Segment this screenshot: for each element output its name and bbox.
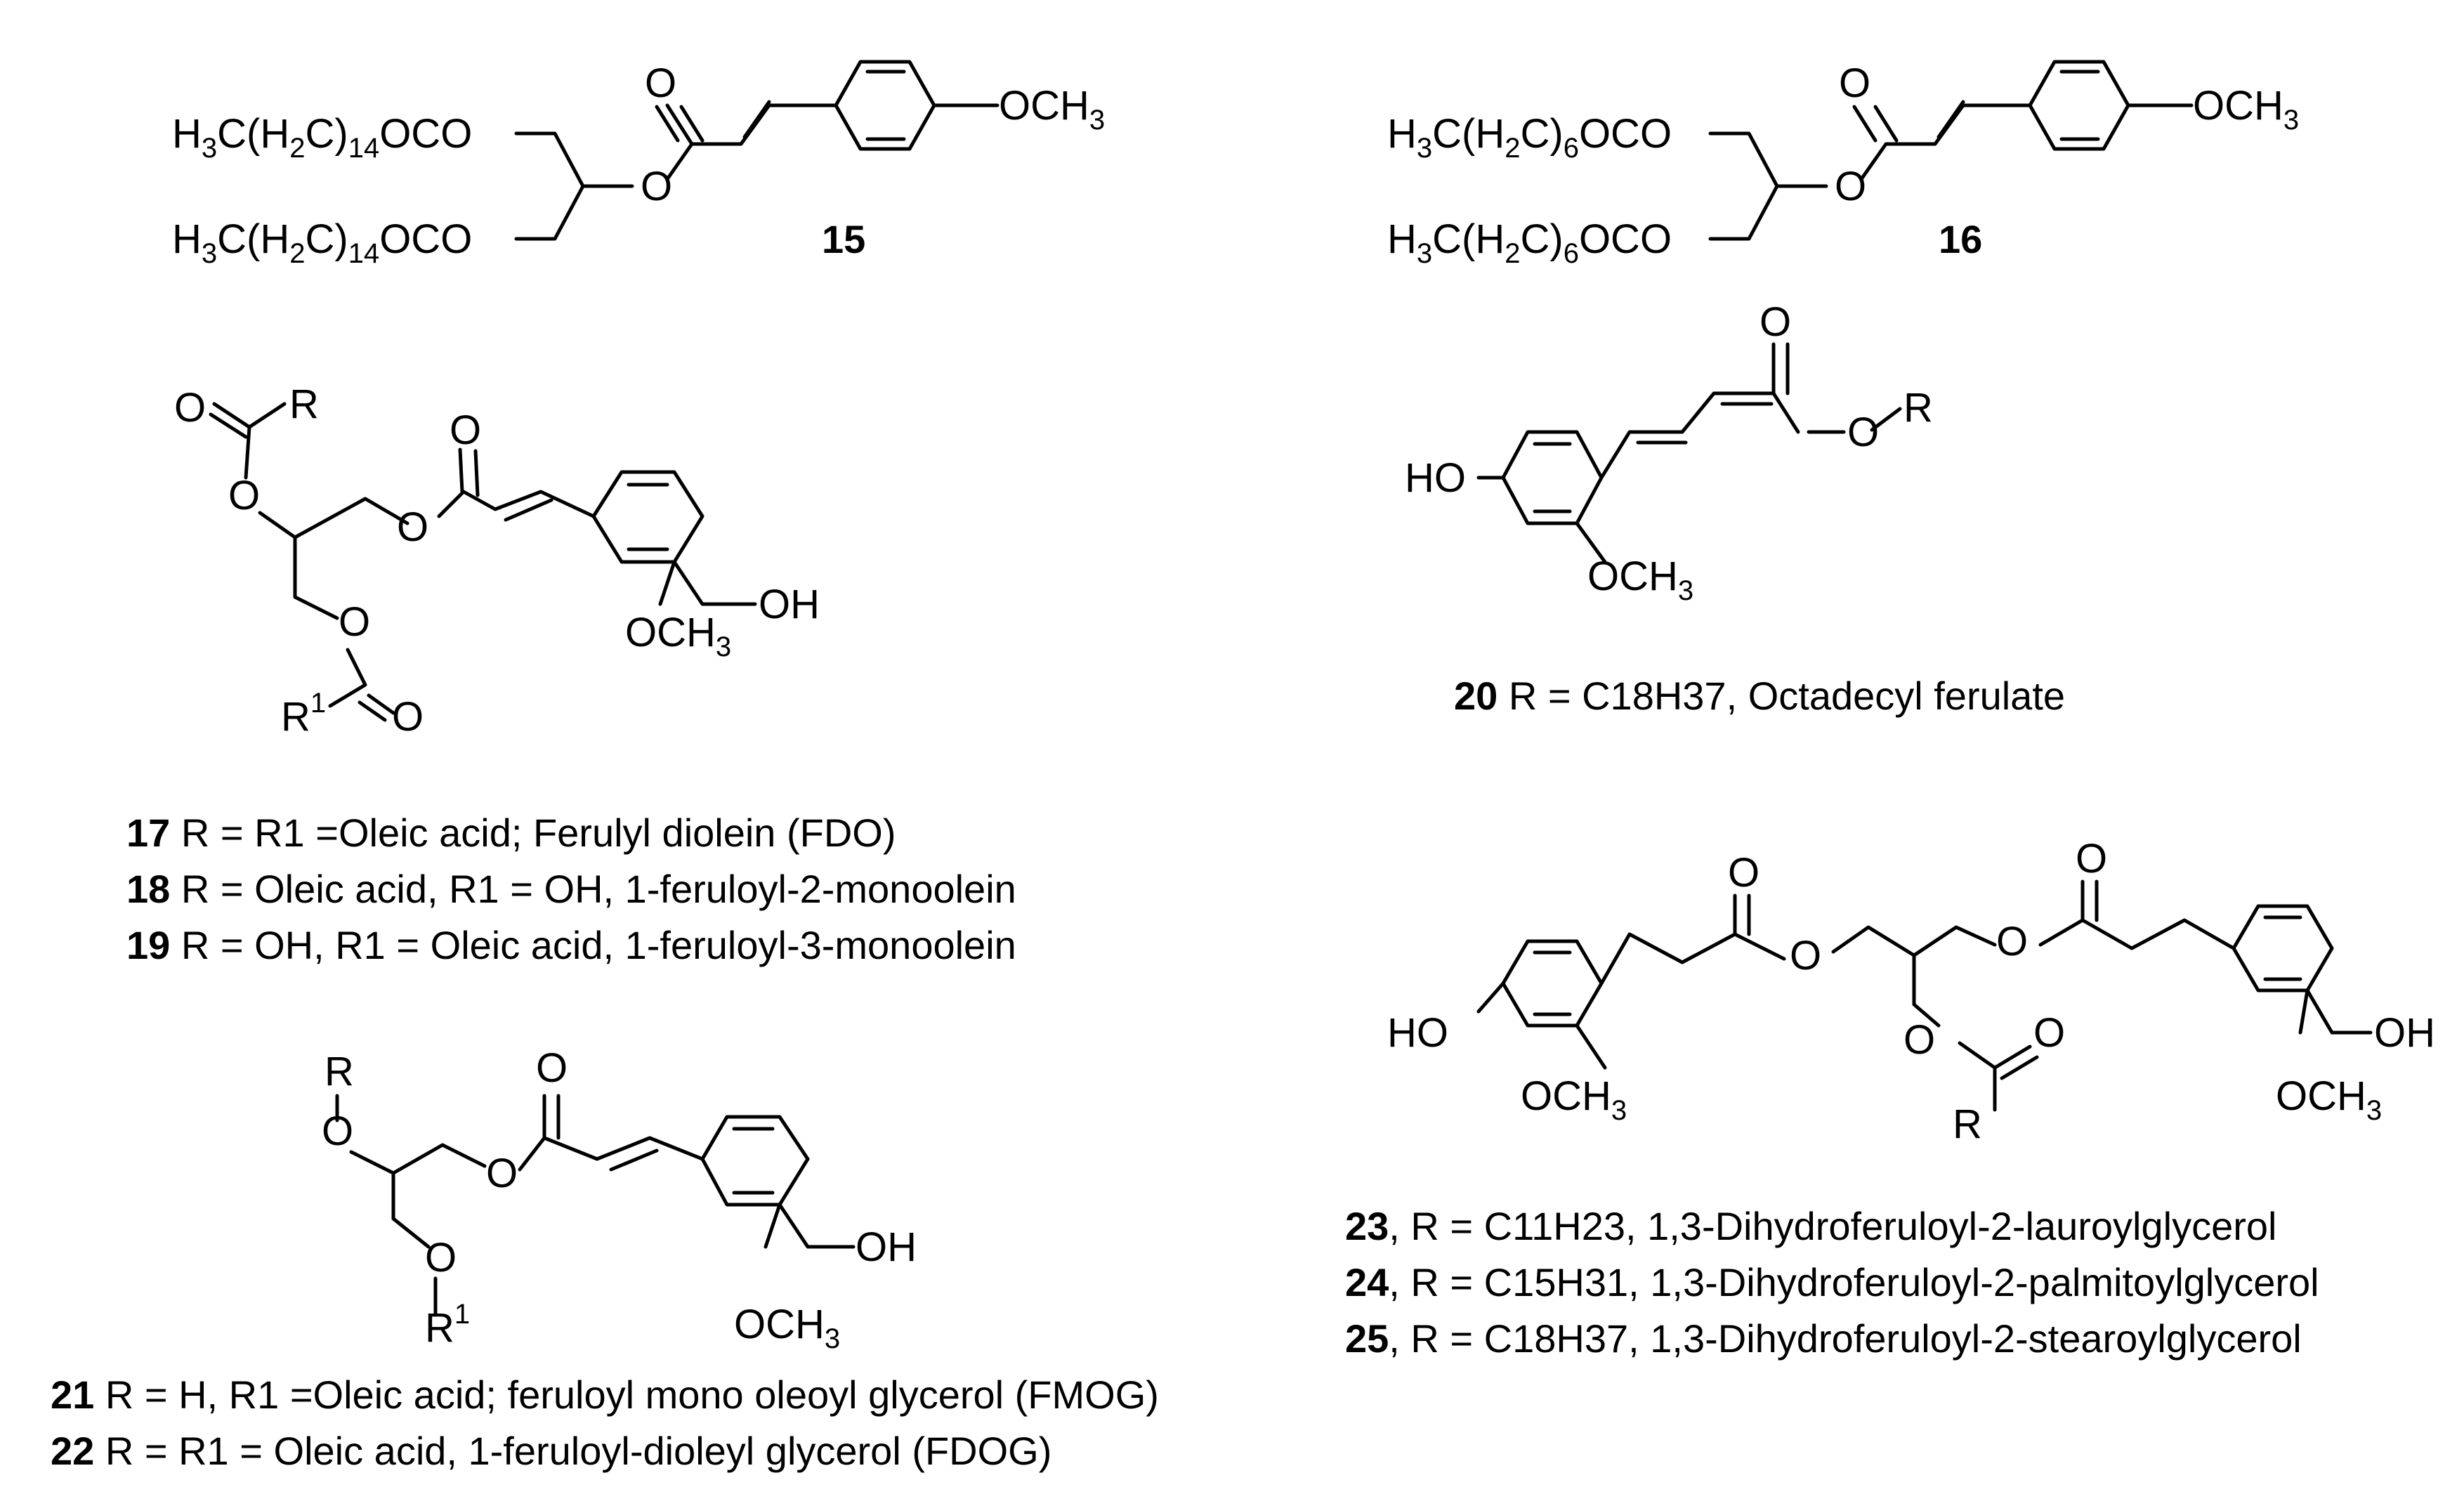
svg-text:19 R = OH, R1 = Oleic acid, 1-: 19 R = OH, R1 = Oleic acid, 1-feruloyl-3… bbox=[126, 923, 1016, 967]
structure-23-25: O O O O O O R HO OCH3 OH OCH3 bbox=[1387, 836, 2435, 1147]
svg-text:18 R = Oleic acid, R1 = OH, 1-: 18 R = Oleic acid, R1 = OH, 1-feruloyl-2… bbox=[126, 867, 1016, 911]
atom-15-o-carbonyl: O bbox=[645, 60, 676, 106]
chain-15-top: H3C(H2C)14OCO bbox=[172, 111, 472, 164]
methoxy-20: OCH3 bbox=[1587, 554, 1693, 606]
methoxy-23-left: OCH3 bbox=[1521, 1073, 1627, 1126]
atom-21-o-bottom: O bbox=[425, 1235, 457, 1281]
structure-16: H3C(H2C)6OCO H3C(H2C)6OCO O O OCH3 16 bbox=[1387, 60, 2299, 269]
bonds-16 bbox=[1708, 60, 2194, 241]
hydroxyl-21: OH bbox=[856, 1224, 917, 1270]
caption-22: 22 R = R1 = Oleic acid, 1-feruloyl-diole… bbox=[51, 1429, 1051, 1473]
svg-text:24, R = C15H31, 1,3-Dihydrofer: 24, R = C15H31, 1,3-Dihydroferuloyl-2-pa… bbox=[1345, 1260, 2319, 1304]
hydroxyl-20: HO bbox=[1405, 455, 1466, 501]
atom-23-o-carbonyl-left: O bbox=[1728, 850, 1759, 896]
atom-23-o-ester-right: O bbox=[1996, 919, 2028, 964]
svg-text:H3C(H2C)14OCO: H3C(H2C)14OCO bbox=[172, 111, 472, 164]
svg-text:H3C(H2C)6OCO: H3C(H2C)6OCO bbox=[1387, 216, 1672, 269]
structure-20: O O R HO OCH3 bbox=[1405, 299, 1933, 606]
bond-20-r bbox=[1870, 407, 1902, 432]
atom-21-o-carbonyl: O bbox=[536, 1045, 568, 1091]
r1-group-21: R1 bbox=[425, 1299, 470, 1351]
atom-17-o-feruloyl-ester: O bbox=[397, 504, 428, 550]
atom-23-o-ester-left: O bbox=[1790, 933, 1821, 978]
caption-18: 18 R = Oleic acid, R1 = OH, 1-feruloyl-2… bbox=[126, 867, 1016, 911]
atom-23-o-carbonyl-right: O bbox=[2076, 836, 2107, 882]
atom-21-o-ester: O bbox=[486, 1151, 518, 1196]
methoxy-16: OCH3 bbox=[2193, 83, 2299, 136]
caption-23: 23, R = C11H23, 1,3-Dihydroferuloyl-2-la… bbox=[1345, 1204, 2276, 1248]
svg-text:H3C(H2C)14OCO: H3C(H2C)14OCO bbox=[172, 216, 472, 269]
r-group-21: R bbox=[325, 1049, 354, 1094]
caption-20: 20 R = C18H37, Octadecyl ferulate bbox=[1454, 674, 2065, 718]
bonds-23-25 bbox=[1476, 879, 2373, 1112]
atom-21-o-top: O bbox=[322, 1108, 353, 1154]
caption-25: 25, R = C18H37, 1,3-Dihydroferuloyl-2-st… bbox=[1345, 1316, 2302, 1361]
atom-23-o-acyl-ester: O bbox=[1903, 1017, 1935, 1063]
bonds-17-19 bbox=[209, 402, 757, 722]
atom-20-o-ester: O bbox=[1847, 410, 1879, 455]
bonds-20 bbox=[1476, 342, 1846, 564]
atom-17-o-bottom-ester: O bbox=[339, 599, 370, 645]
structure-17-19: O R O O R1 O O O OH OCH3 bbox=[174, 381, 820, 740]
caption-21: 21 R = H, R1 =Oleic acid; feruloyl mono … bbox=[51, 1373, 1159, 1417]
caption-19: 19 R = OH, R1 = Oleic acid, 1-feruloyl-3… bbox=[126, 923, 1016, 967]
structure-21-22: R O O R1 O O OH OCH3 bbox=[322, 1045, 917, 1354]
chain-16-bottom: H3C(H2C)6OCO bbox=[1387, 216, 1672, 269]
caption-24: 24, R = C15H31, 1,3-Dihydroferuloyl-2-pa… bbox=[1345, 1260, 2319, 1304]
chain-15-bottom: H3C(H2C)14OCO bbox=[172, 216, 472, 269]
r-group-20: R bbox=[1903, 385, 1933, 431]
svg-text:17 R = R1 =Oleic acid; Feruly: 17 R = R1 =Oleic acid; Ferulyl diolein (… bbox=[126, 811, 896, 855]
compound-number-15: 15 bbox=[822, 217, 865, 261]
methoxy-17: OCH3 bbox=[625, 610, 731, 662]
r-group-17: R bbox=[289, 381, 319, 427]
atom-17-o-top-ester: O bbox=[228, 473, 260, 518]
r-group-23: R bbox=[1953, 1101, 1982, 1147]
atom-16-o-carbonyl: O bbox=[1839, 60, 1870, 106]
atom-23-o-acyl-carbonyl: O bbox=[2033, 1010, 2065, 1056]
svg-text:22 R = R1 = Oleic acid, 1-fer: 22 R = R1 = Oleic acid, 1-feruloyl-diole… bbox=[51, 1429, 1051, 1473]
compound-number-16: 16 bbox=[1939, 217, 1982, 261]
atom-20-o-carbonyl: O bbox=[1759, 299, 1791, 345]
svg-text:H3C(H2C)6OCO: H3C(H2C)6OCO bbox=[1387, 111, 1672, 164]
r1-group-17: R1 bbox=[281, 688, 326, 740]
bonds-15 bbox=[514, 60, 1000, 241]
methoxy-21: OCH3 bbox=[734, 1302, 840, 1354]
atom-16-o-ester: O bbox=[1835, 164, 1866, 209]
svg-text:25, R = C18H37, 1,3-Dihydrofer: 25, R = C18H37, 1,3-Dihydroferuloyl-2-st… bbox=[1345, 1316, 2302, 1361]
atom-15-o-ester: O bbox=[641, 164, 672, 209]
methoxy-15: OCH3 bbox=[999, 83, 1105, 136]
hydroxyl-23-left: HO bbox=[1387, 1010, 1448, 1056]
svg-text:21 R = H, R1 =Oleic acid; fer: 21 R = H, R1 =Oleic acid; feruloyl mono … bbox=[51, 1373, 1159, 1417]
atom-17-o-top-carbonyl: O bbox=[174, 385, 206, 431]
svg-text:23, R = C11H23, 1,3-Dihydrofer: 23, R = C11H23, 1,3-Dihydroferuloyl-2-la… bbox=[1345, 1204, 2276, 1248]
atom-17-o-bottom-carbonyl: O bbox=[392, 694, 424, 740]
bonds-21-22 bbox=[335, 1094, 856, 1316]
hydroxyl-23-right: OH bbox=[2374, 1010, 2435, 1056]
chain-16-top: H3C(H2C)6OCO bbox=[1387, 111, 1672, 164]
atom-17-o-feruloyl-carbonyl: O bbox=[450, 407, 481, 453]
hydroxyl-17: OH bbox=[759, 582, 820, 627]
caption-17: 17 R = R1 =Oleic acid; Ferulyl diolein (… bbox=[126, 811, 896, 855]
svg-text:20 R = C18H37, Octadecyl ferul: 20 R = C18H37, Octadecyl ferulate bbox=[1454, 674, 2065, 718]
structure-15: H3C(H2C)14OCO H3C(H2C)14OCO O O OCH3 15 bbox=[172, 60, 1105, 269]
methoxy-23-right: OCH3 bbox=[2276, 1073, 2382, 1126]
